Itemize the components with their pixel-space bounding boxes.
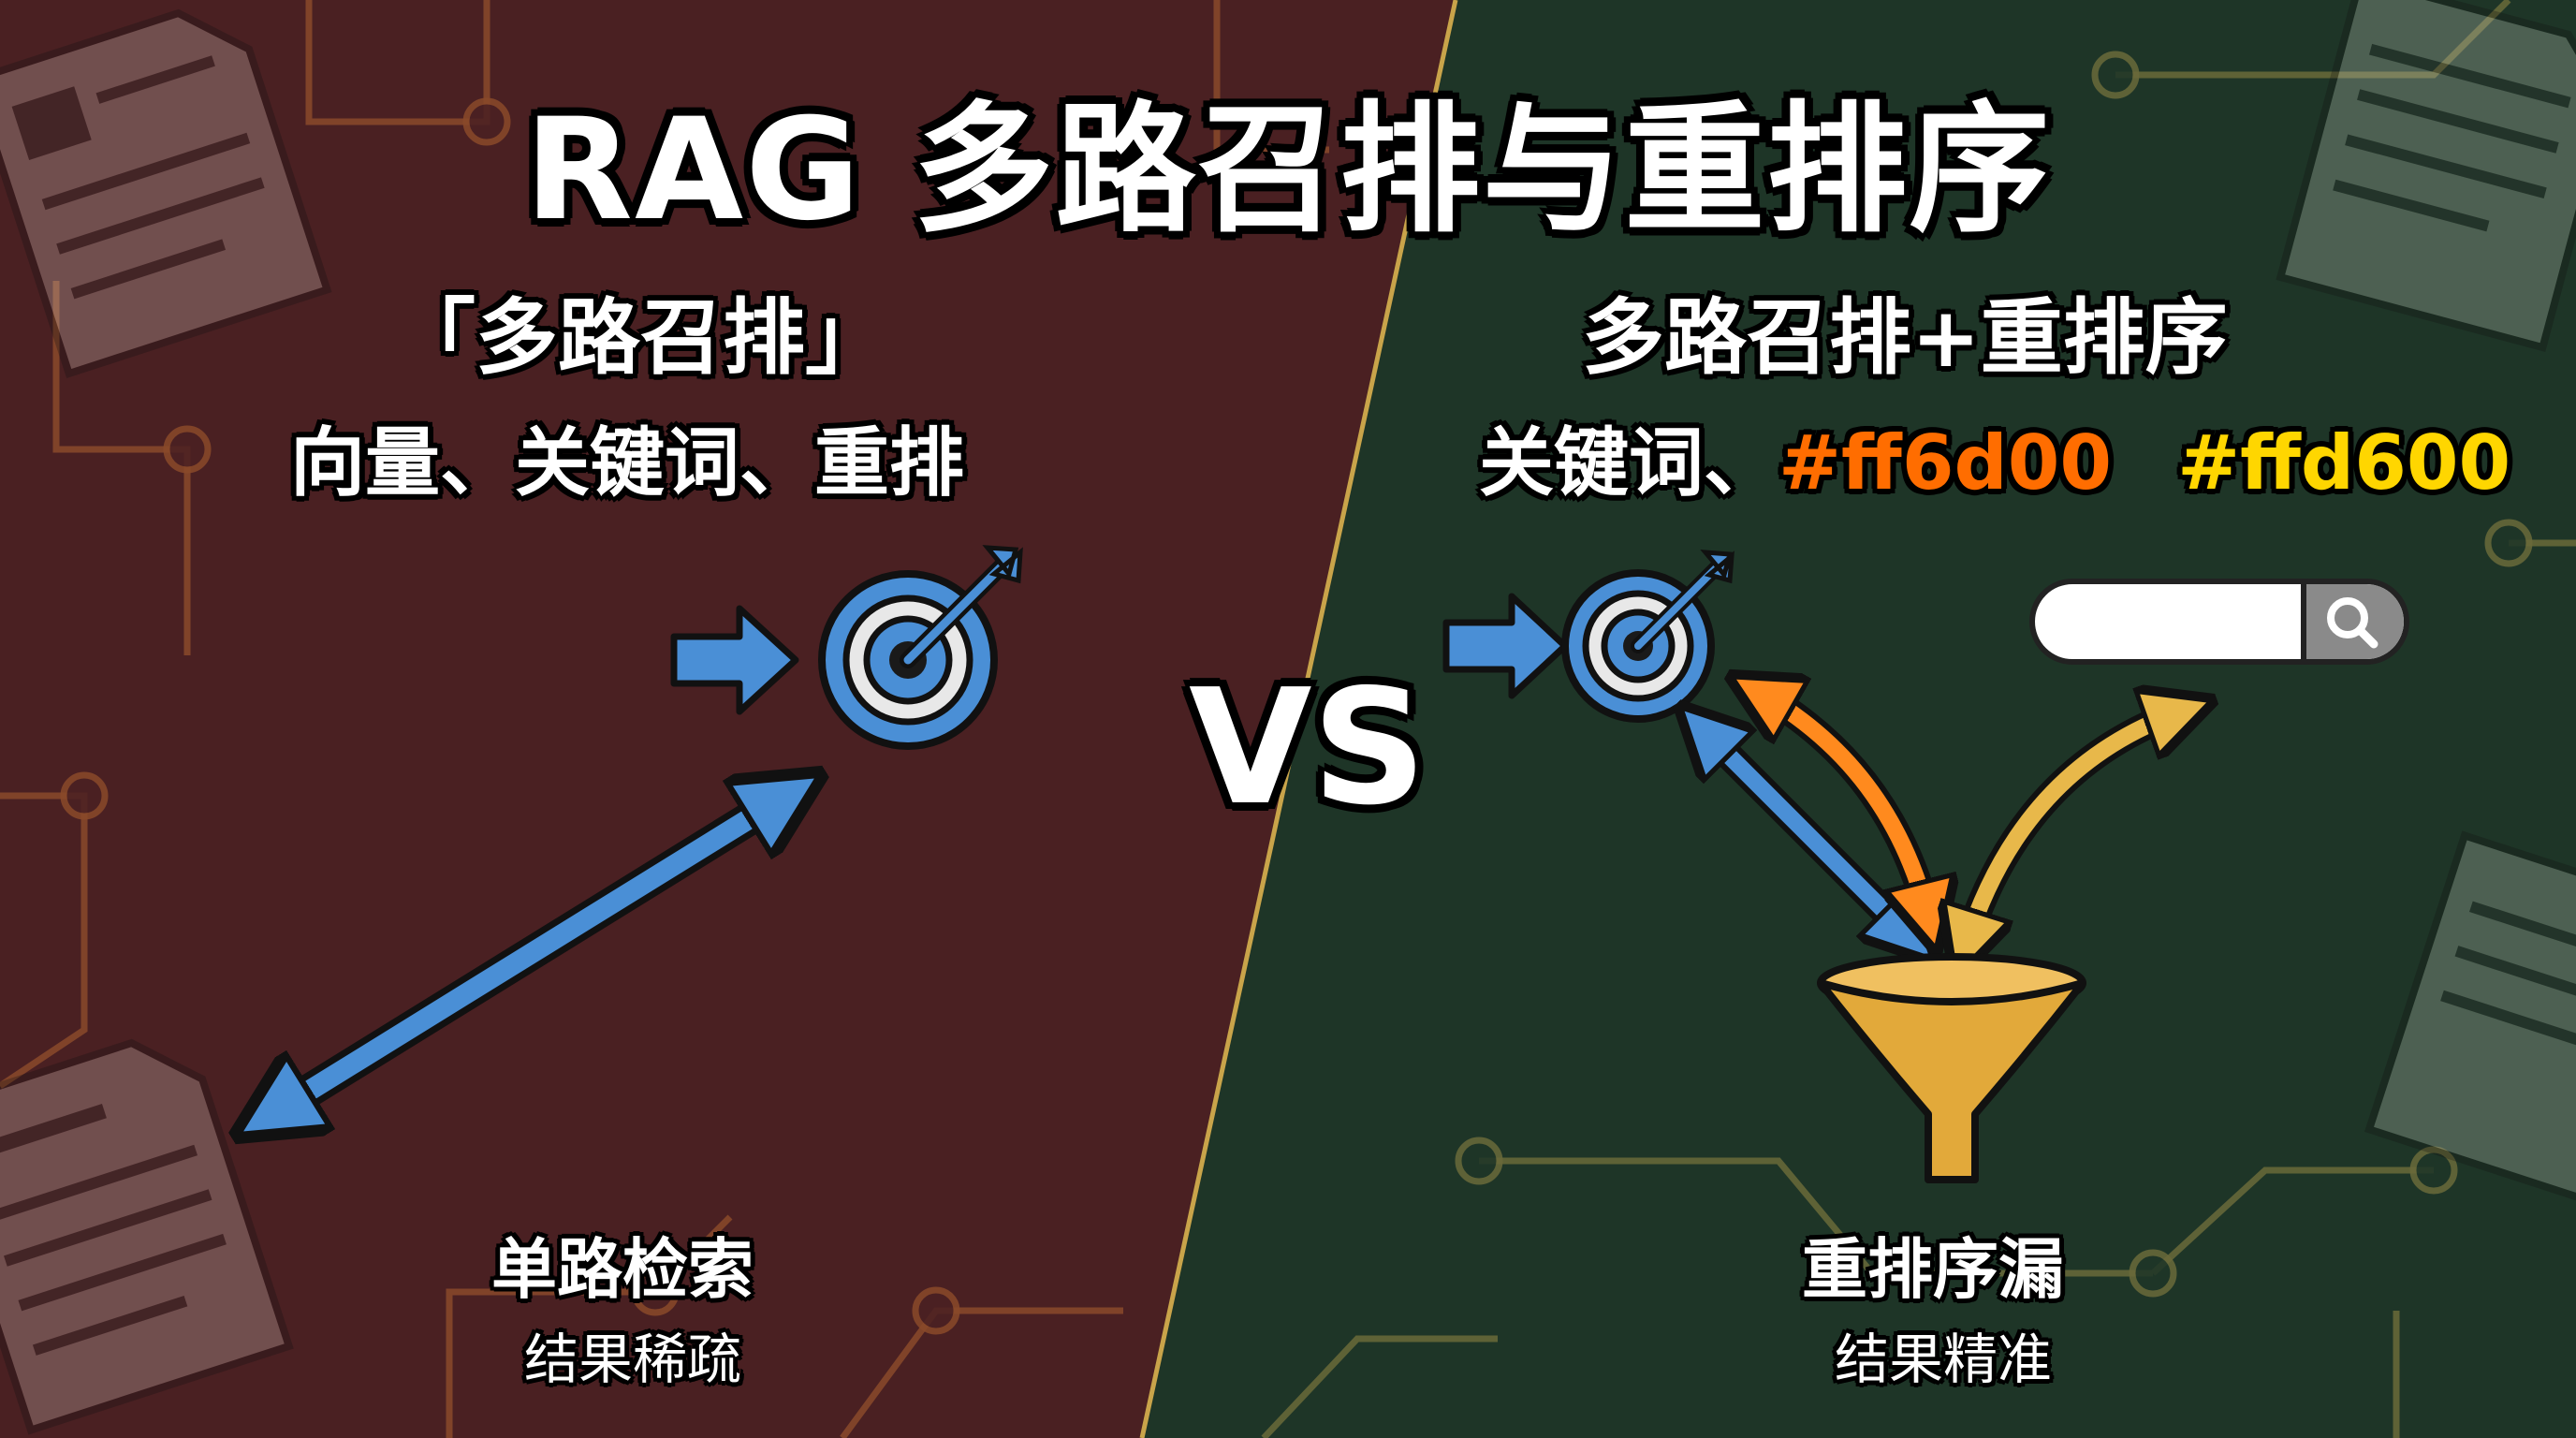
double-arrow-left-fill xyxy=(271,796,786,1114)
right-circuit-lines xyxy=(1261,0,2576,1438)
page-title: RAG 多路召排与重排序 xyxy=(524,89,2052,252)
panel-divider xyxy=(1139,0,1458,1438)
left-subheading: 向量、关键词、重排 xyxy=(290,419,964,506)
search-bar[interactable] xyxy=(2029,579,2409,665)
right-heading: 多路召排+重排序 xyxy=(1582,289,2228,386)
right-footer-note: 结果精准 xyxy=(1835,1328,2053,1391)
orange-curve-arrow xyxy=(1760,693,1928,917)
arrow-icon xyxy=(1442,593,1569,699)
target-icon xyxy=(1561,550,1734,723)
left-circuit-nodes xyxy=(60,97,960,1335)
document-icon xyxy=(2276,0,2576,353)
right-sub-prefix: 关键词、 xyxy=(1479,419,1778,506)
yellow-curve-arrow xyxy=(1966,712,2181,946)
right-footer-title: 重排序漏 xyxy=(1802,1231,2064,1308)
color-code-orange: #ff6d00 xyxy=(1778,419,2113,506)
search-button[interactable] xyxy=(2301,584,2404,659)
funnel-icon xyxy=(1817,953,2086,1183)
document-icon xyxy=(0,8,332,379)
document-icon xyxy=(0,1038,294,1435)
left-footer-note: 结果稀疏 xyxy=(524,1328,742,1391)
right-circuit-nodes xyxy=(1455,51,2533,1298)
left-footer-title: 单路检索 xyxy=(491,1231,754,1308)
document-icon xyxy=(2364,830,2576,1218)
vs-label: VS xyxy=(1189,655,1427,841)
left-heading: 「多路召排」 xyxy=(393,289,888,386)
arrow-icon xyxy=(670,605,799,715)
color-code-yellow: #ffd600 xyxy=(2177,419,2511,506)
target-icon xyxy=(818,545,1023,750)
search-icon xyxy=(2327,597,2378,649)
right-subheading: 关键词、#ff6d00 #ffd600 xyxy=(1479,403,2510,511)
